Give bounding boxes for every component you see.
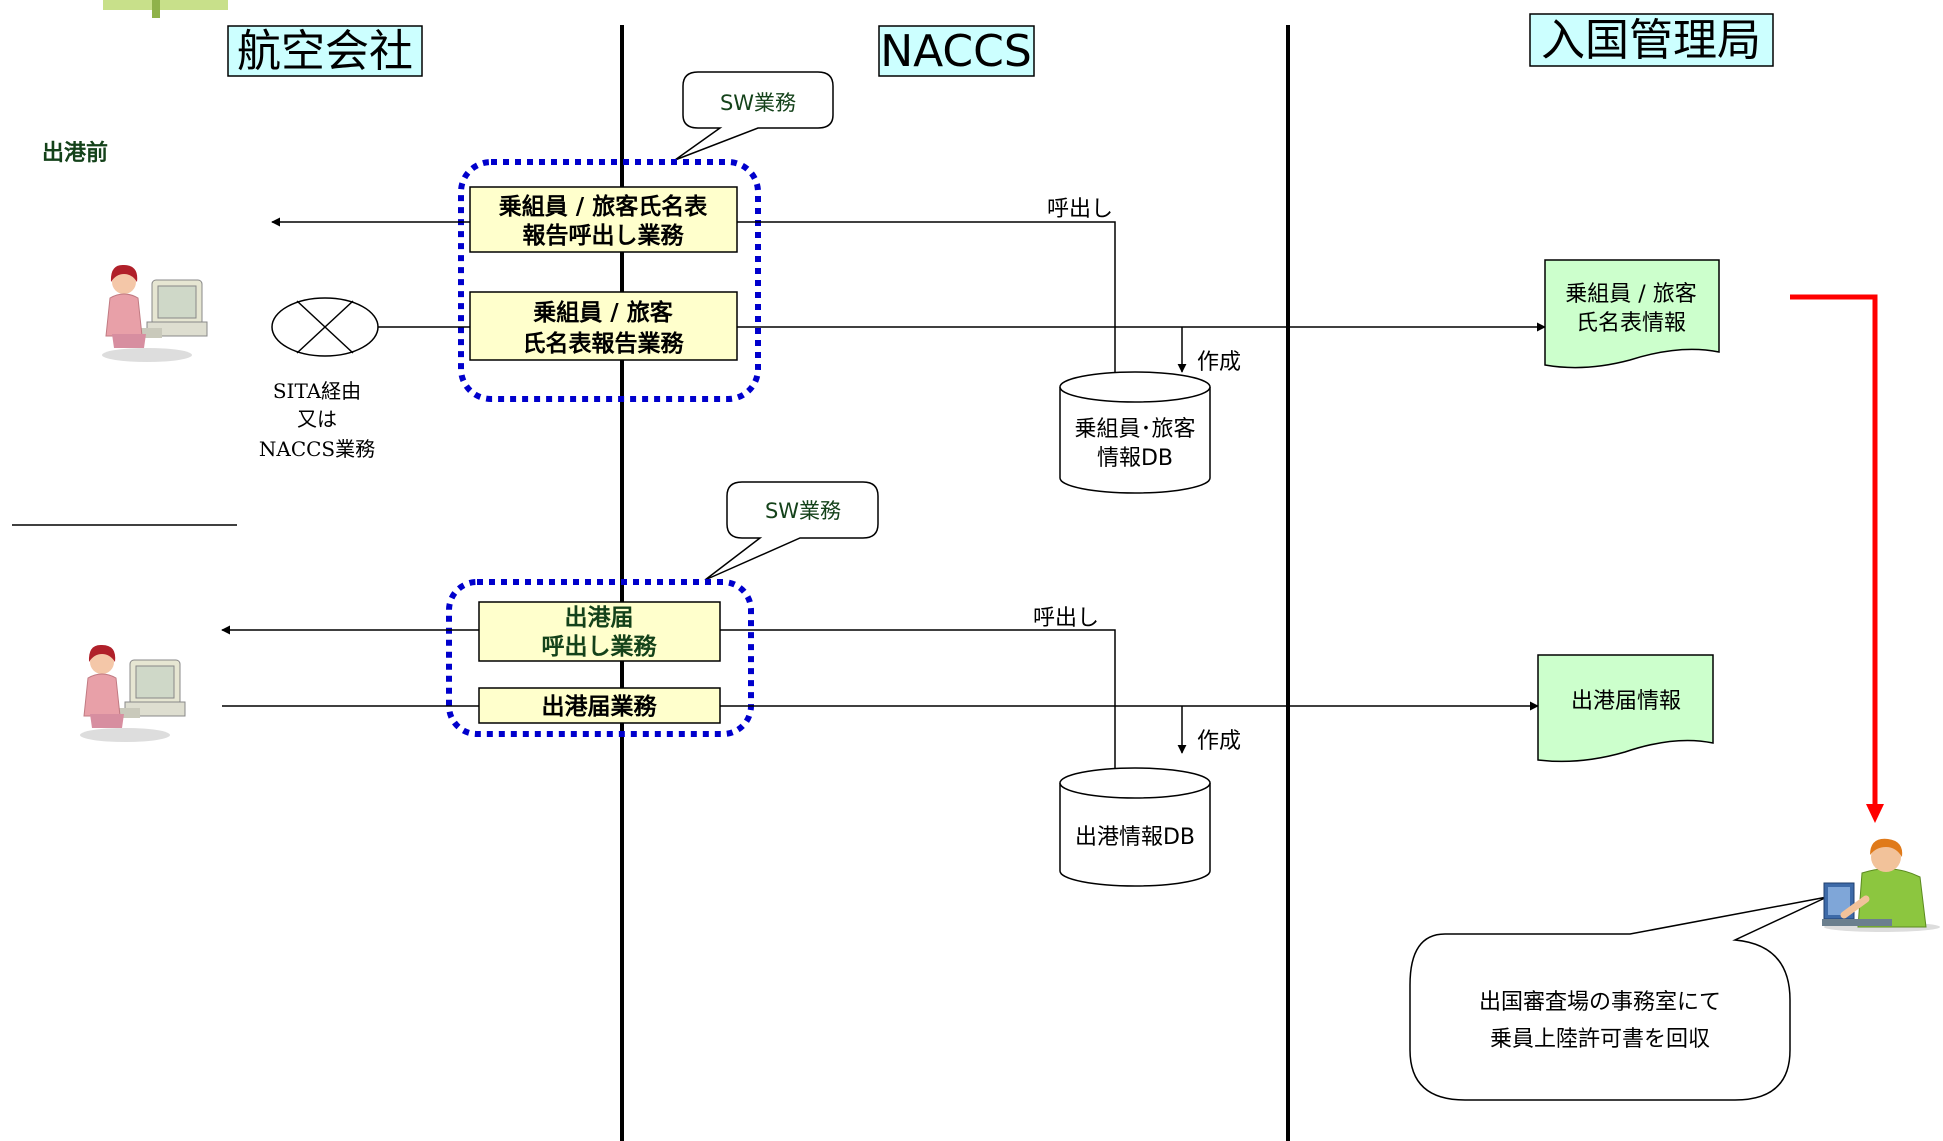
sw-group-bottom [446,579,754,737]
network-label-line2: 又は [297,407,337,431]
network-label-line3: NACCS業務 [259,437,375,461]
call-line-bottom [720,629,1116,770]
process-top-report-line1: 乗組員 / 旅客 [533,299,673,326]
slide-accent [103,0,228,18]
speech-bubble: 出国審査場の事務室にて 乗員上陸許可書を回収 [1409,896,1828,1101]
document-top-line2: 氏名表情報 [1576,311,1686,336]
document-bottom: 出港届情報 [1537,654,1714,763]
network-label-line1: SITA経由 [273,379,361,403]
header-immigration-text: 入国管理局 [1541,15,1761,66]
document-top-line1: 乗組員 / 旅客 [1565,282,1696,307]
red-flow-arrow [1790,294,1878,806]
call-label-bottom: 呼出し [1033,606,1099,631]
sw-callout-1-text: SW業務 [720,91,796,115]
red-arrow-head [1866,804,1884,823]
database-bottom-text: 出港情報DB [1075,825,1195,850]
process-bottom-call-line1: 出港届 [565,605,634,631]
network-x-icon [271,297,379,357]
section-label-departure: 出港前 [42,140,108,166]
sw-callout-2: SW業務 [704,481,879,581]
process-bottom-report: 出港届業務 [478,687,721,724]
database-top: 乗組員･旅客 情報DB [1059,371,1211,494]
sw-callout-1: SW業務 [674,71,834,161]
call-line-top [737,221,1116,372]
database-top-line1: 乗組員･旅客 [1074,417,1195,442]
sw-group-top [458,159,761,402]
computer-operator-icon [80,644,186,742]
process-top-call: 乗組員 / 旅客氏名表 報告呼出し業務 [469,186,738,253]
process-bottom-call: 出港届 呼出し業務 [478,601,721,662]
process-top-report: 乗組員 / 旅客 氏名表報告業務 [469,291,738,361]
document-bottom-text: 出港届情報 [1571,689,1681,714]
laptop-officer-icon [1822,838,1940,932]
header-immigration: 入国管理局 [1529,13,1774,67]
database-top-line2: 情報DB [1097,446,1173,471]
process-top-call-line2: 報告呼出し業務 [523,222,685,249]
computer-operator-icon [102,264,208,362]
sw-callout-2-text: SW業務 [765,499,841,523]
call-label-top: 呼出し [1047,197,1113,222]
process-bottom-call-line2: 呼出し業務 [542,633,658,660]
process-bottom-report-text: 出港届業務 [542,693,658,720]
header-naccs: NACCS [878,25,1035,77]
process-top-call-line1: 乗組員 / 旅客氏名表 [499,193,708,220]
create-label-top: 作成 [1197,350,1241,375]
create-label-bottom: 作成 [1197,729,1241,754]
process-top-report-line2: 氏名表報告業務 [523,330,685,357]
speech-bubble-line1: 出国審査場の事務室にて [1479,990,1721,1015]
header-naccs-text: NACCS [880,26,1032,77]
header-airline-text: 航空会社 [237,26,413,77]
header-airline: 航空会社 [227,25,423,77]
document-top: 乗組員 / 旅客 氏名表情報 [1544,259,1720,369]
database-bottom: 出港情報DB [1059,767,1211,887]
speech-bubble-line2: 乗員上陸許可書を回収 [1490,1027,1710,1052]
